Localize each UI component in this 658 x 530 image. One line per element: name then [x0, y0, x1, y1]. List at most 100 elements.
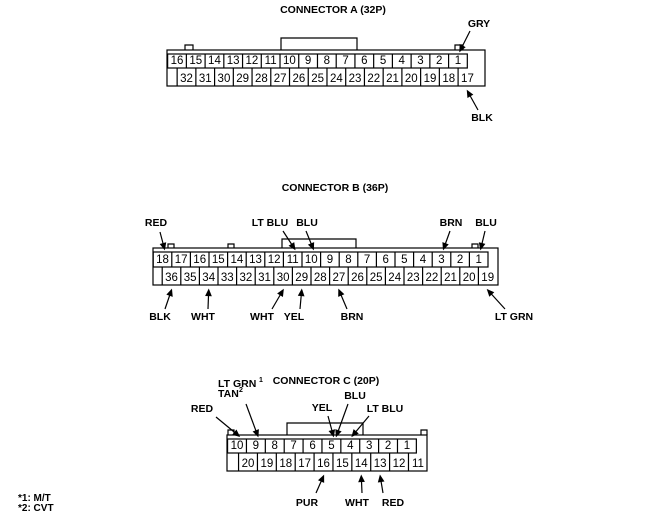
pin-b-22: 22 [426, 272, 439, 284]
pin-b-24: 24 [388, 272, 401, 284]
wire-label-c-lt-grn-9: LT GRN [218, 378, 256, 390]
wire-label-c-blu-5: BLU [344, 390, 366, 402]
pin-a-25: 25 [311, 73, 324, 85]
pin-b-9: 9 [327, 254, 333, 266]
wire-label-b-wht-34: WHT [191, 311, 215, 323]
pin-a-23: 23 [349, 73, 362, 85]
pin-a-26: 26 [292, 73, 305, 85]
connector-c-title: CONNECTOR C (20P) [273, 375, 380, 387]
pin-a-6: 6 [361, 55, 367, 67]
wire-label-c-red-10: RED [191, 403, 214, 415]
connector-b-latch [167, 243, 175, 248]
pin-b-5: 5 [401, 254, 407, 266]
connector-b-latch [471, 243, 479, 248]
pin-c-9: 9 [253, 440, 259, 452]
wire-label-c-red-13: RED [382, 497, 405, 509]
pin-c-5: 5 [328, 440, 334, 452]
pin-b-30: 30 [277, 272, 290, 284]
pin-a-8: 8 [324, 55, 330, 67]
pin-b-16: 16 [193, 254, 206, 266]
pin-a-16: 16 [171, 55, 184, 67]
pin-b-36: 36 [165, 272, 178, 284]
pin-c-15: 15 [336, 458, 349, 470]
pin-a-29: 29 [236, 73, 249, 85]
wire-label-c-yel-5: YEL [312, 402, 333, 414]
pin-b-35: 35 [184, 272, 197, 284]
pin-b-29: 29 [295, 272, 308, 284]
pin-a-4: 4 [399, 55, 406, 67]
pin-a-13: 13 [227, 55, 240, 67]
pin-b-2: 2 [457, 254, 463, 266]
pin-a-5: 5 [380, 55, 386, 67]
wire-label-b-wht-34-leader-head [205, 288, 212, 297]
pin-b-1: 1 [475, 254, 481, 266]
pin-c-20: 20 [242, 458, 255, 470]
connector-a-latch [184, 44, 194, 50]
footnote-1: *1: M/T [18, 493, 51, 504]
wire-label-b-brn-27: BRN [341, 311, 364, 323]
pin-a-21: 21 [386, 73, 399, 85]
pin-c-13: 13 [374, 458, 387, 470]
pin-b-33: 33 [221, 272, 234, 284]
pin-a-19: 19 [424, 73, 437, 85]
pin-a-18: 18 [442, 73, 455, 85]
wire-label-c-lt-grn-9-leader-head [252, 429, 259, 438]
pin-a-27: 27 [274, 73, 287, 85]
pin-a-32: 32 [180, 73, 193, 85]
wire-label-b-wht-30-leader-head [277, 288, 284, 297]
wire-label-b-wht-30: WHT [250, 311, 274, 323]
wire-label-c-blu-5-leader-head [335, 429, 342, 438]
wire-label-a-gry-1: GRY [468, 18, 490, 30]
pin-c-7: 7 [290, 440, 296, 452]
pin-b-27: 27 [333, 272, 346, 284]
wire-label-b-yel-29-leader-head [297, 288, 305, 297]
wire-label-b-blk-36: BLK [149, 311, 171, 323]
pin-b-11: 11 [287, 254, 299, 266]
wire-label-b-blk-36-leader-head [166, 288, 173, 297]
pin-c-14: 14 [355, 458, 368, 470]
wire-label-c-lt-grn-9-sup2: 2 [239, 387, 243, 394]
wire-label-c-red-13-leader-head [377, 474, 385, 483]
pin-c-3: 3 [366, 440, 372, 452]
wire-label-a-blk-17: BLK [471, 112, 493, 124]
pin-b-32: 32 [240, 272, 253, 284]
wire-label-b-blu-1-leader-head [478, 242, 486, 251]
wire-label-b-brn-27-leader-head [338, 288, 345, 297]
wire-label-c-yel-5-leader-head [328, 429, 336, 438]
connector-a-key-tab [280, 37, 358, 50]
pin-c-1: 1 [404, 440, 410, 452]
wire-label-a-blk-17-leader-head [466, 89, 474, 98]
pin-a-20: 20 [405, 73, 418, 85]
wire-label-c-red-10-leader-head [232, 429, 241, 437]
wire-label-b-lt-grn-19: LT GRN [495, 311, 533, 323]
pin-b-4: 4 [420, 254, 427, 266]
pin-b-12: 12 [268, 254, 281, 266]
pin-b-15: 15 [212, 254, 225, 266]
wire-label-b-lt-blu-11-leader-head [288, 242, 296, 251]
connector-a-housing [166, 49, 486, 87]
wire-label-c-wht-14-leader-head [358, 474, 365, 483]
pin-a-1: 1 [455, 55, 461, 67]
wire-label-c-lt-blu-4-leader-head [351, 429, 359, 438]
pin-b-19: 19 [481, 272, 494, 284]
connector-a-title: CONNECTOR A (32P) [280, 4, 386, 16]
footnote-2: *2: CVT [18, 503, 54, 514]
pin-a-3: 3 [417, 55, 423, 67]
connector-b-title: CONNECTOR B (36P) [282, 182, 389, 194]
pin-a-15: 15 [189, 55, 202, 67]
pin-a-22: 22 [367, 73, 380, 85]
pin-b-23: 23 [407, 272, 420, 284]
connector-c-key-tab [286, 422, 364, 435]
pin-b-13: 13 [249, 254, 262, 266]
wire-label-c-lt-grn-9-sup: 1 [259, 377, 263, 384]
connector-b-key-tab [281, 238, 357, 248]
pin-b-28: 28 [314, 272, 327, 284]
pin-a-31: 31 [199, 73, 212, 85]
pin-b-10: 10 [305, 254, 318, 266]
pin-b-7: 7 [364, 254, 370, 266]
pin-b-18: 18 [156, 254, 169, 266]
pin-b-6: 6 [382, 254, 388, 266]
wire-label-b-red-18: RED [145, 217, 168, 229]
pin-c-11: 11 [412, 458, 424, 470]
